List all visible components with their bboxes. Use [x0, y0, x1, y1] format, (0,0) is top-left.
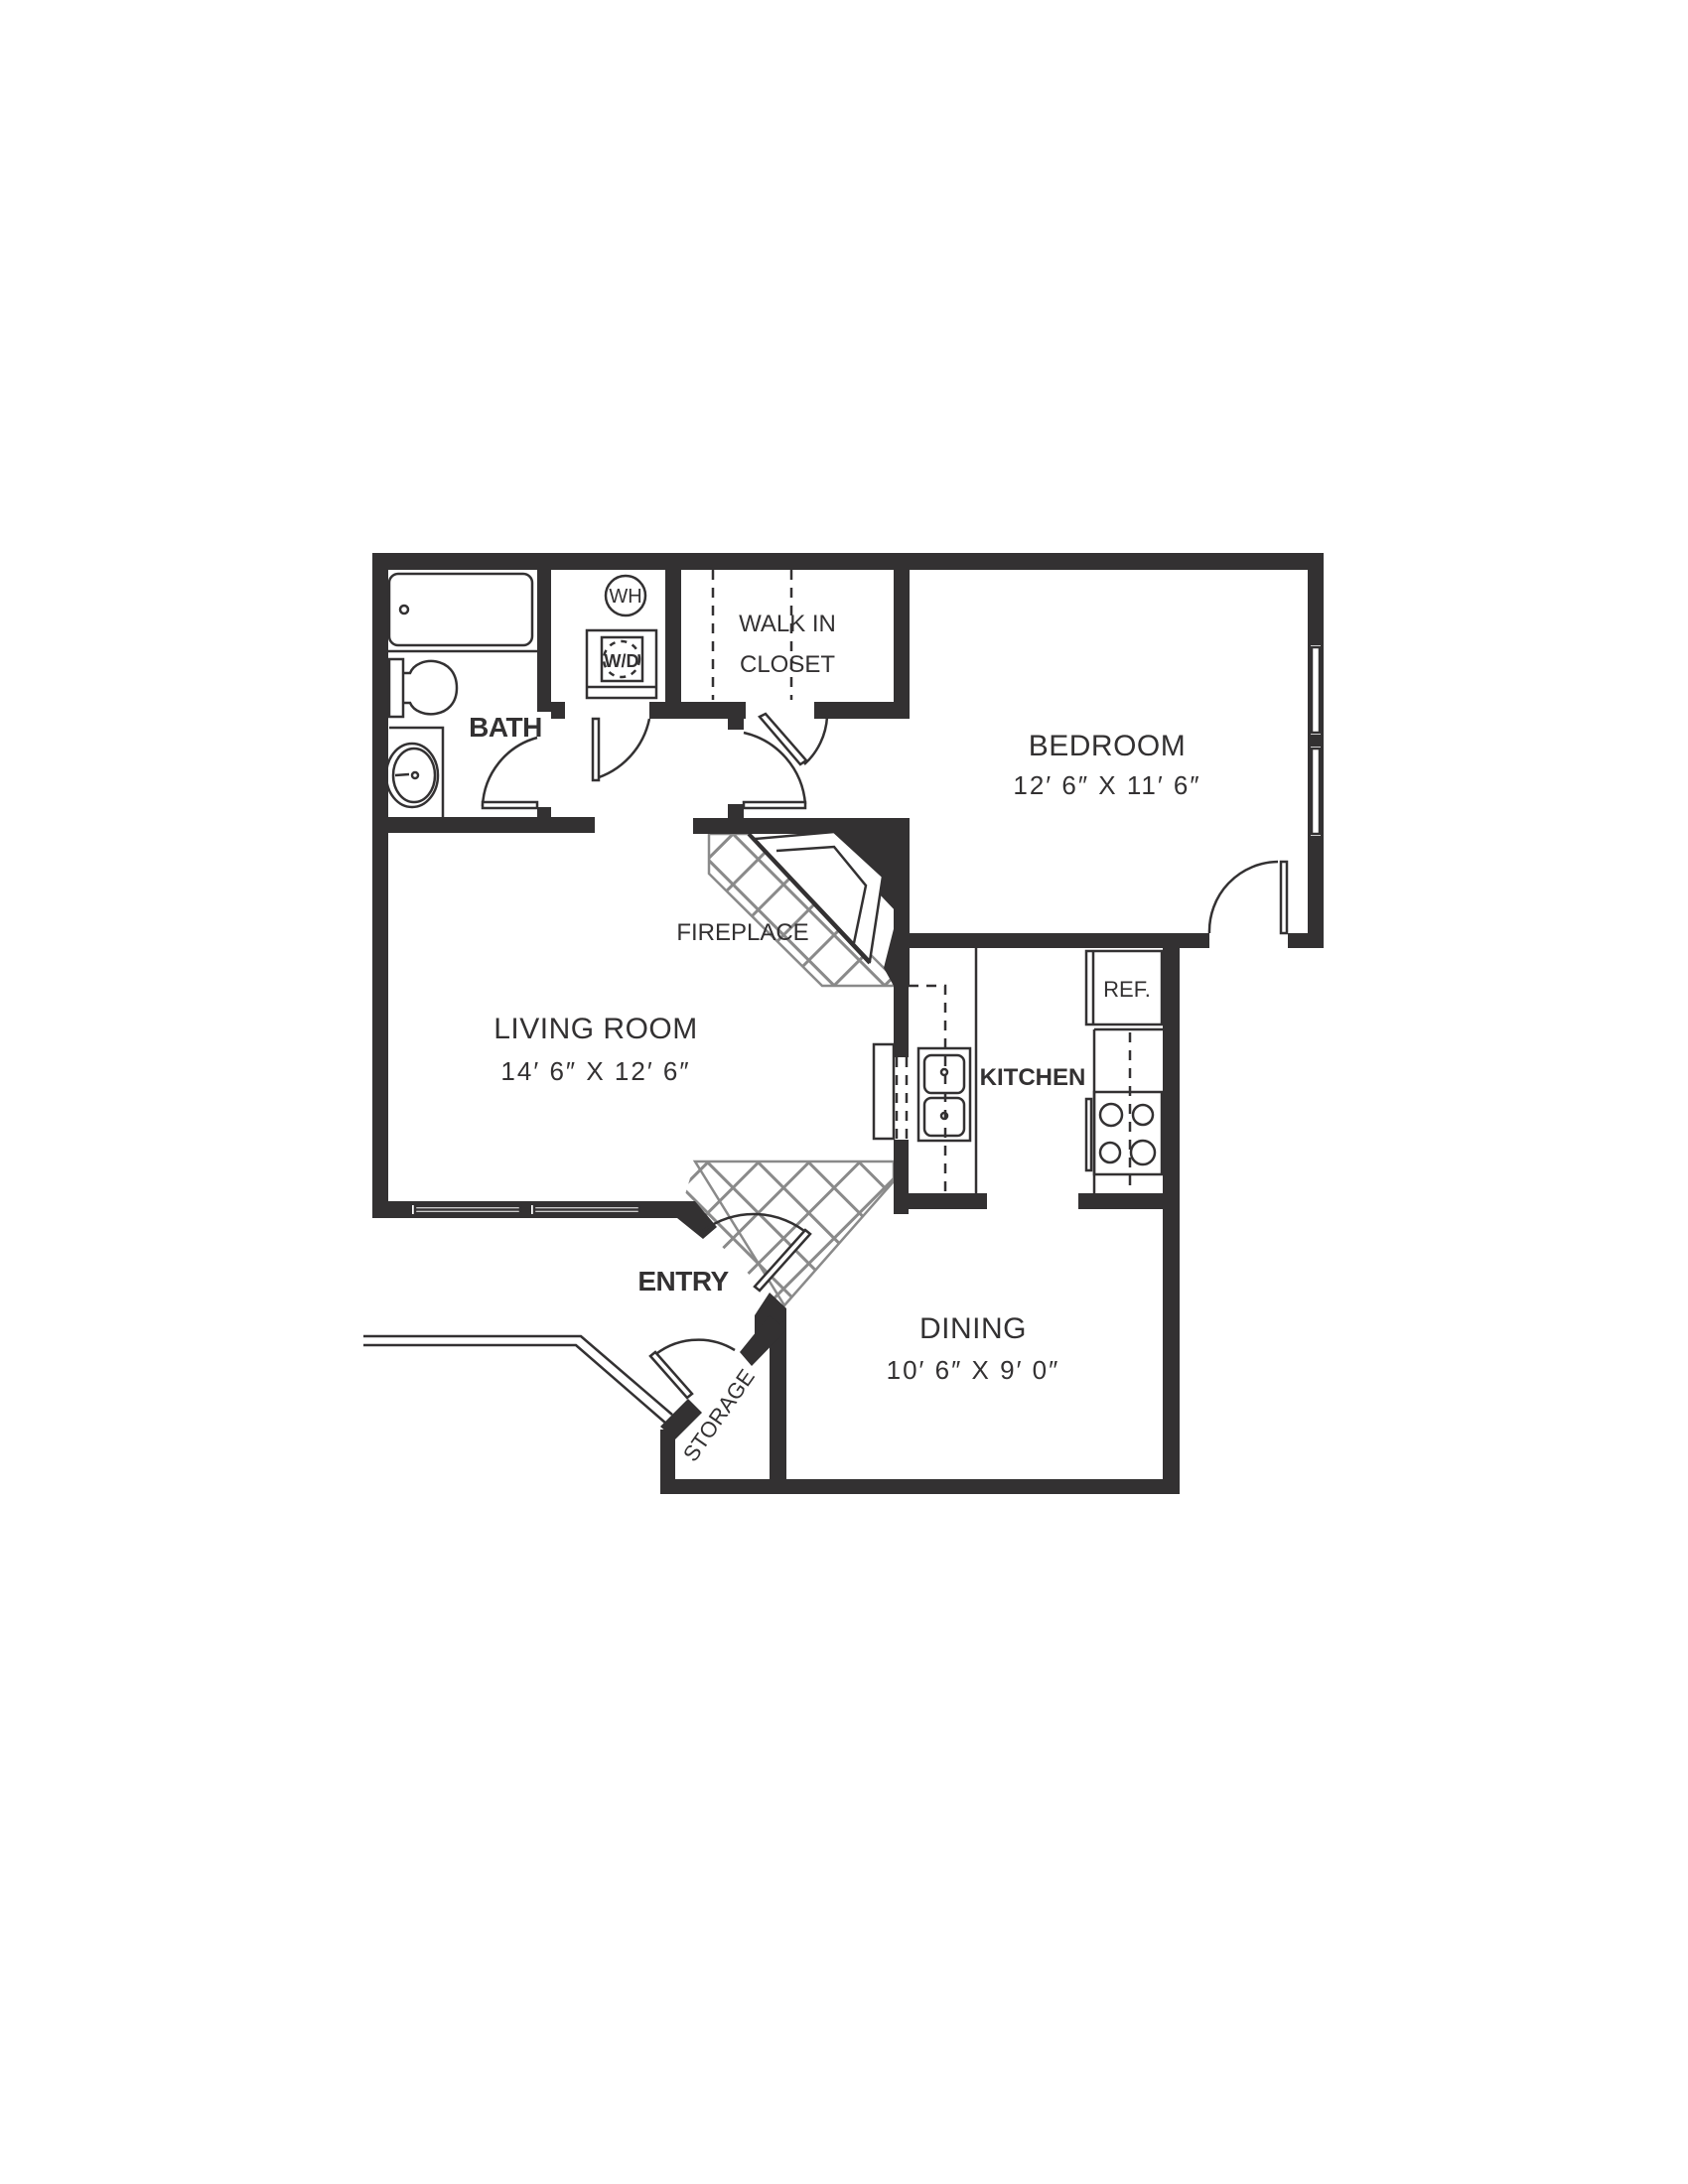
entry-door [702, 1212, 812, 1293]
washer-dryer-icon: W/D [585, 628, 658, 700]
closet-door [758, 712, 829, 766]
bedroom-door [1207, 860, 1289, 935]
fireplace-firebox-icon [747, 830, 885, 965]
washer-dryer-label: W/D [605, 651, 639, 671]
living-room-dimensions: 14′ 6″ X 12′ 6″ [500, 1056, 690, 1086]
living-room-windows [412, 1204, 641, 1215]
walk-in-closet-label-line1: WALK IN [739, 611, 836, 637]
pass-through-window [872, 1042, 909, 1141]
closet-rod-lines [711, 570, 793, 700]
exterior-railing [363, 1334, 673, 1425]
bedroom-dimensions: 12′ 6″ X 11′ 6″ [1013, 770, 1200, 800]
walls [372, 553, 1324, 1494]
storage-door [648, 1338, 736, 1400]
living-room-label: LIVING ROOM [493, 1013, 698, 1045]
dining-label: DINING [919, 1312, 1027, 1345]
water-heater-icon: WH [604, 574, 647, 617]
entry-label: ENTRY [637, 1266, 729, 1297]
bedroom-windows [1310, 645, 1322, 836]
refrigerator-icon: REF. [1084, 949, 1164, 1026]
sink-vanity-icon [384, 726, 445, 817]
kitchen-sink-icon [916, 1046, 972, 1143]
bathtub-icon [387, 572, 537, 653]
kitchen-counter-left [909, 948, 978, 1193]
fireplace-label: FIREPLACE [676, 919, 808, 946]
hall-door [742, 731, 807, 810]
bedroom-label: BEDROOM [1029, 730, 1187, 762]
bath-label: BATH [469, 712, 542, 743]
water-heater-label: WH [609, 586, 641, 608]
range-stove-icon [1084, 1090, 1164, 1176]
walk-in-closet-label-line2: CLOSET [740, 651, 835, 678]
bath-door [481, 736, 539, 810]
kitchen-label: KITCHEN [980, 1064, 1086, 1091]
toilet-icon [387, 657, 459, 719]
laundry-door [591, 717, 651, 782]
dining-dimensions: 10′ 6″ X 9′ 0″ [887, 1355, 1060, 1385]
refrigerator-label: REF. [1103, 977, 1151, 1002]
